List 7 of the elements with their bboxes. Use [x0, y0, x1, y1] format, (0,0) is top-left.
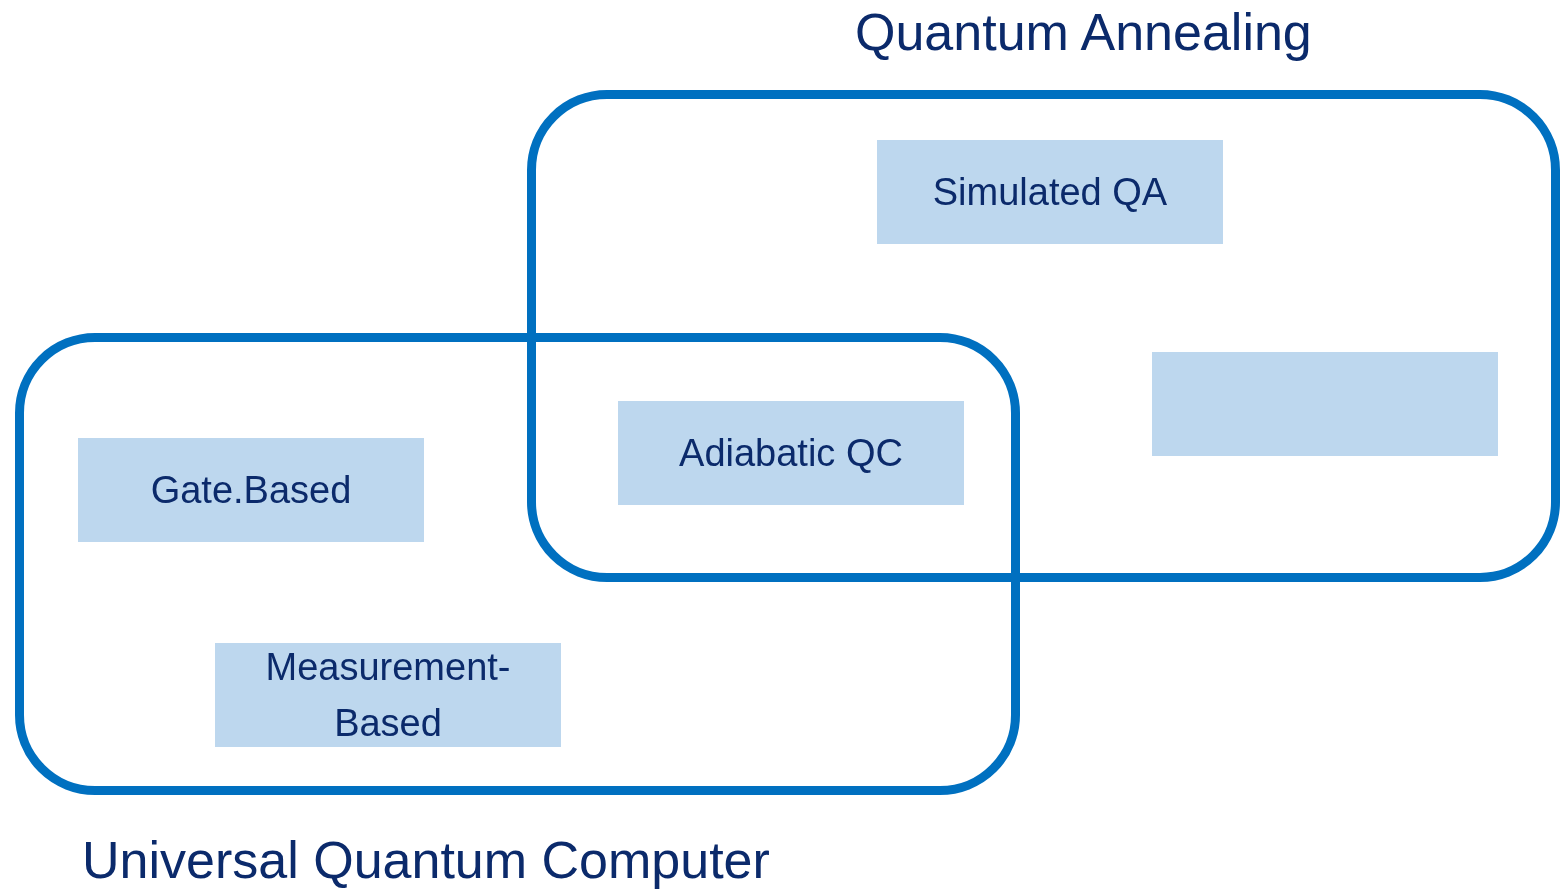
group-title: Quantum Annealing	[855, 2, 1312, 62]
category-box: Measurement-Based	[215, 643, 561, 747]
category-box: Adiabatic QC	[618, 401, 964, 505]
group-title: Universal Quantum Computer	[82, 830, 770, 890]
category-box: Simulated QA	[877, 140, 1223, 244]
blank-box	[1152, 352, 1498, 456]
category-box: Gate.Based	[78, 438, 424, 542]
